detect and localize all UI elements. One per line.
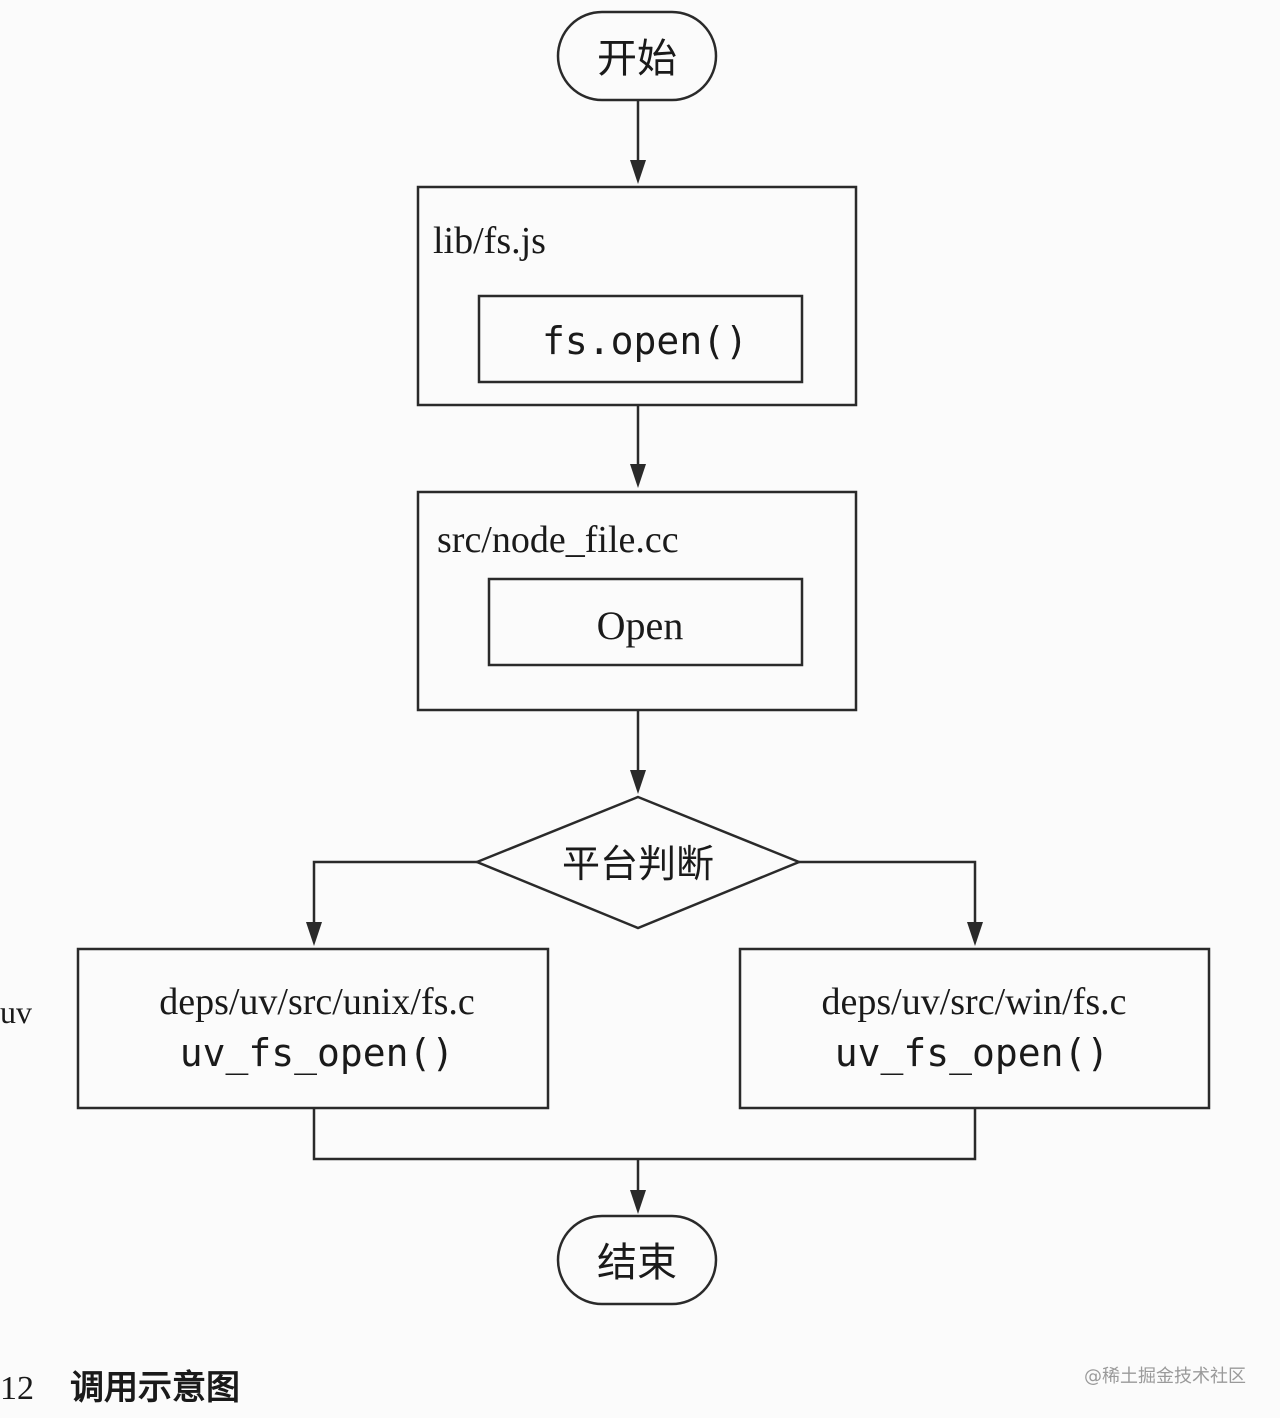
edge-lib-to-src [630, 405, 646, 488]
figure-caption: 12 调用示意图 [0, 1360, 240, 1409]
arrowhead [630, 464, 646, 488]
end-node-shape [556, 1214, 718, 1306]
arrowhead [306, 922, 322, 946]
unix-fs-node: deps/uv/src/unix/fs.c uv_fs_open() [76, 947, 550, 1110]
start-node: 开始 [556, 10, 718, 102]
decision-label: 平台判断 [562, 842, 714, 886]
arrowhead [630, 1190, 646, 1214]
unix-uv-fs-open: uv_fs_open() [180, 1031, 455, 1076]
end-node-label: 结束 [597, 1240, 677, 1286]
win-uv-fs-open: uv_fs_open() [835, 1031, 1110, 1076]
end-node: 结束 [556, 1214, 718, 1306]
edge-decision-to-unix [306, 860, 477, 946]
edge-src-to-decision [630, 710, 646, 794]
win-fs-path: deps/uv/src/win/fs.c [821, 981, 1126, 1023]
edge-line [799, 860, 977, 924]
decision-diamond [473, 795, 803, 930]
unix-fs-path: deps/uv/src/unix/fs.c [159, 981, 475, 1023]
unix-fs-box [76, 947, 550, 1110]
arrowhead [630, 770, 646, 794]
fs-open-label: fs.open() [542, 319, 748, 363]
platform-decision-node: 平台判断 [473, 795, 803, 930]
watermark: @稀土掘金技术社区 [1084, 1366, 1246, 1387]
win-fs-node: deps/uv/src/win/fs.c uv_fs_open() [738, 947, 1211, 1110]
edge-start-to-lib [630, 100, 646, 184]
figure-caption-text: 调用示意图 [70, 1368, 240, 1408]
edge-decision-to-win [799, 860, 983, 946]
win-fs-box [738, 947, 1211, 1110]
edge-line [312, 860, 477, 924]
start-node-label: 开始 [597, 36, 677, 82]
open-inner-box [487, 577, 804, 667]
lib-fs-title: lib/fs.js [433, 220, 546, 262]
edge-merge-to-end [312, 1108, 977, 1214]
fs-open-inner-box [477, 294, 804, 384]
figure-number: 12 [0, 1370, 34, 1407]
node-file-title: src/node_file.cc [437, 519, 679, 561]
arrowhead [630, 160, 646, 184]
arrowhead [967, 922, 983, 946]
lib-fs-node: lib/fs.js fs.open() [416, 185, 858, 407]
node-file-node: src/node_file.cc Open [416, 490, 858, 712]
merge-line [312, 1108, 977, 1161]
side-text-fragment: uv [0, 994, 32, 1030]
open-label: Open [597, 603, 684, 648]
